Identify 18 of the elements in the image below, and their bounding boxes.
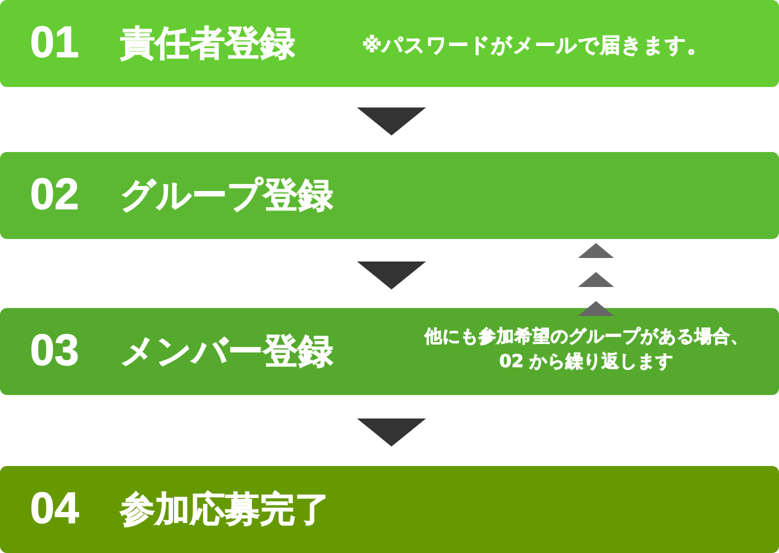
step-box	[0, 308, 779, 395]
step-number: 03	[30, 325, 79, 378]
step-box	[0, 466, 779, 553]
step-box	[0, 152, 779, 239]
arrow	[357, 262, 426, 290]
step-number: 02	[30, 169, 79, 222]
step-title: 参加応募完了	[120, 488, 330, 530]
note-text: 他にも参加希望のグループがある場合、02 から繰り返します	[423, 326, 750, 374]
step-number: 04	[30, 483, 79, 536]
arrow	[578, 243, 614, 316]
arrow	[357, 418, 426, 446]
step-title: メンバー登録	[120, 330, 333, 372]
step-title: 責任者登録	[120, 22, 295, 64]
step-number: 01	[30, 17, 79, 70]
step-title: グループ登録	[120, 174, 333, 216]
arrow	[357, 108, 426, 136]
note-text: ※パスワードがメールで届きます。	[362, 33, 708, 57]
step-box	[0, 0, 779, 87]
